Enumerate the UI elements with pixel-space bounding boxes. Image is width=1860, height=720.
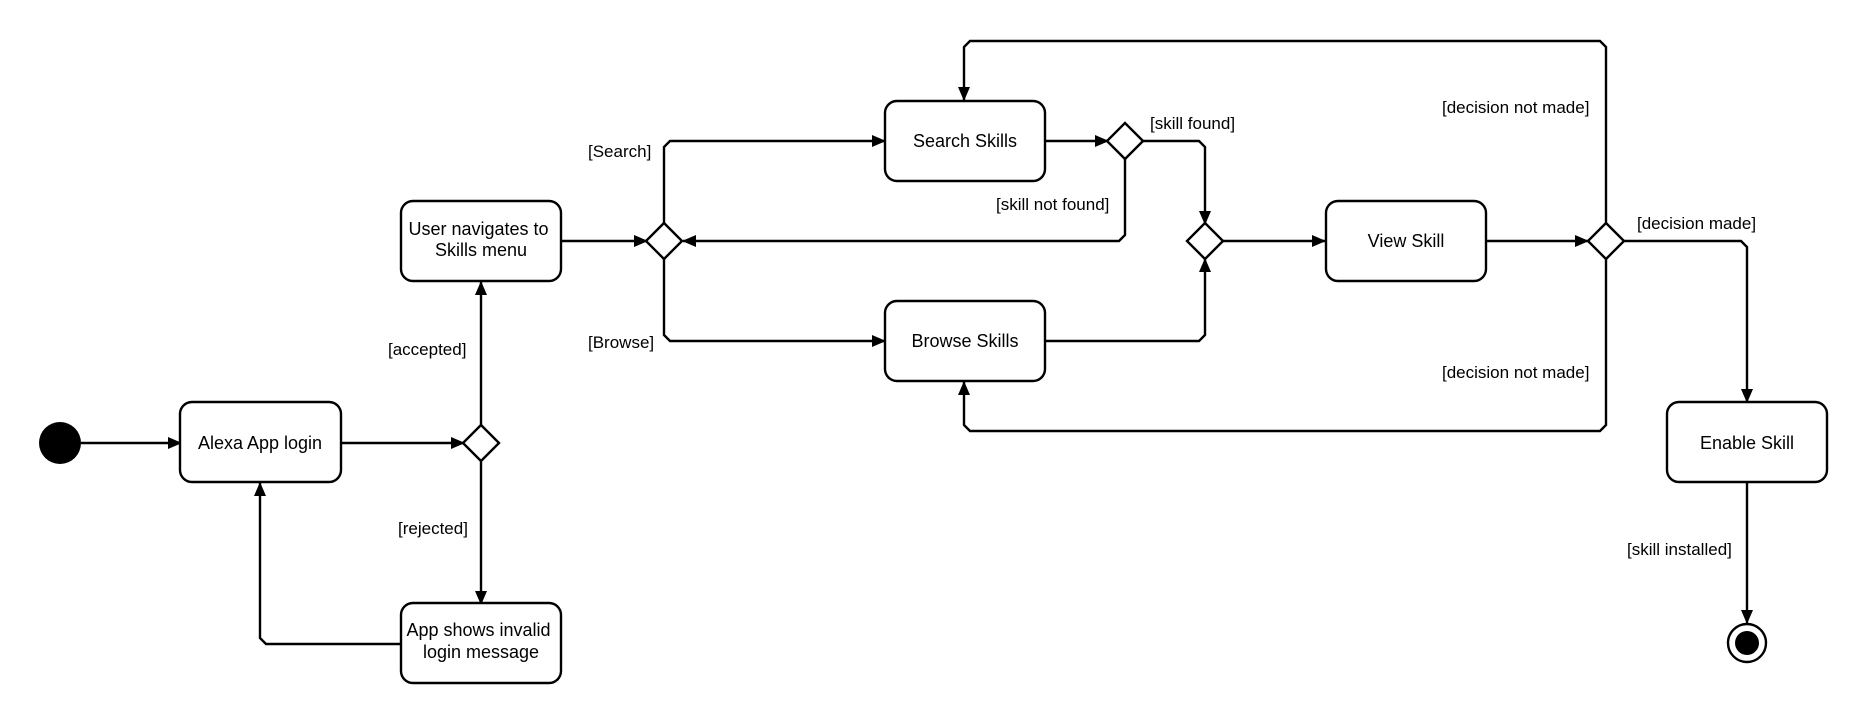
label-decision-not-made-bottom: [decision not made] [1442, 363, 1589, 382]
action-invalid-login: App shows invalid login message [399, 601, 563, 685]
node-label-line: View Skill [1368, 231, 1445, 251]
label-search: [Search] [588, 142, 651, 161]
label-skill-not-found: [skill not found] [996, 195, 1109, 214]
label-skill-installed: [skill installed] [1627, 540, 1732, 559]
action-alexa-app-login: Alexa App login [178, 400, 343, 484]
label-accepted: [accepted] [388, 340, 466, 359]
action-user-navigates: User navigates to Skills menu [399, 199, 563, 283]
decision-search-or-browse [644, 221, 684, 261]
node-label-line: login message [423, 642, 539, 662]
merge-node [1185, 221, 1225, 261]
label-rejected: [rejected] [398, 519, 468, 538]
decisions [461, 121, 1626, 463]
label-decision-made: [decision made] [1637, 214, 1756, 233]
edge-decision-not-made-top [958, 39, 1608, 223]
decision-skill-found [1105, 121, 1145, 161]
action-enable-skill: Enable Skill [1665, 400, 1829, 484]
edge-skill-found [1143, 139, 1211, 225]
svg-text:Browse Skills: Browse Skills [911, 331, 1018, 351]
svg-text:View Skill: View Skill [1368, 231, 1445, 251]
node-label-line: Browse Skills [911, 331, 1018, 351]
action-browse-skills: Browse Skills [883, 299, 1047, 383]
svg-text:Enable Skill: Enable Skill [1700, 433, 1794, 453]
action-search-skills: Search Skills [883, 99, 1047, 183]
node-label-line: Alexa App login [198, 433, 322, 453]
edge-invalid-to-login [254, 482, 401, 646]
edge-skill-not-found [682, 159, 1127, 247]
node-label-line: Skills menu [435, 240, 527, 260]
node-label-line: Search Skills [913, 131, 1017, 151]
edges [81, 39, 1753, 646]
decision-login-result [461, 423, 501, 463]
svg-text:App shows invalid login: App shows invalid login message [406, 620, 555, 662]
edge-decision-not-made-bottom [958, 259, 1608, 433]
action-view-skill: View Skill [1324, 199, 1488, 283]
svg-text:Alexa App login: Alexa App login [198, 433, 322, 453]
edge-browse-to-merge [1046, 258, 1211, 343]
node-label-line: User navigates to [408, 219, 548, 239]
final-node [1726, 622, 1768, 664]
edge-search-branch [662, 135, 886, 223]
decision-enable-or-not [1586, 221, 1626, 261]
node-label-line: App shows invalid [406, 620, 550, 640]
label-browse: [Browse] [588, 333, 654, 352]
svg-text:Search Skills: Search Skills [913, 131, 1017, 151]
edge-browse-branch [662, 259, 886, 347]
node-label-line: Enable Skill [1700, 433, 1794, 453]
svg-text:User navigates to Skills: User navigates to Skills menu [408, 219, 553, 260]
edge-labels: [accepted] [rejected] [Search] [Browse] … [388, 98, 1756, 559]
label-decision-not-made-top: [decision not made] [1442, 98, 1589, 117]
label-skill-found: [skill found] [1150, 114, 1235, 133]
edge-decision-made [1623, 239, 1753, 403]
initial-node [39, 422, 81, 464]
